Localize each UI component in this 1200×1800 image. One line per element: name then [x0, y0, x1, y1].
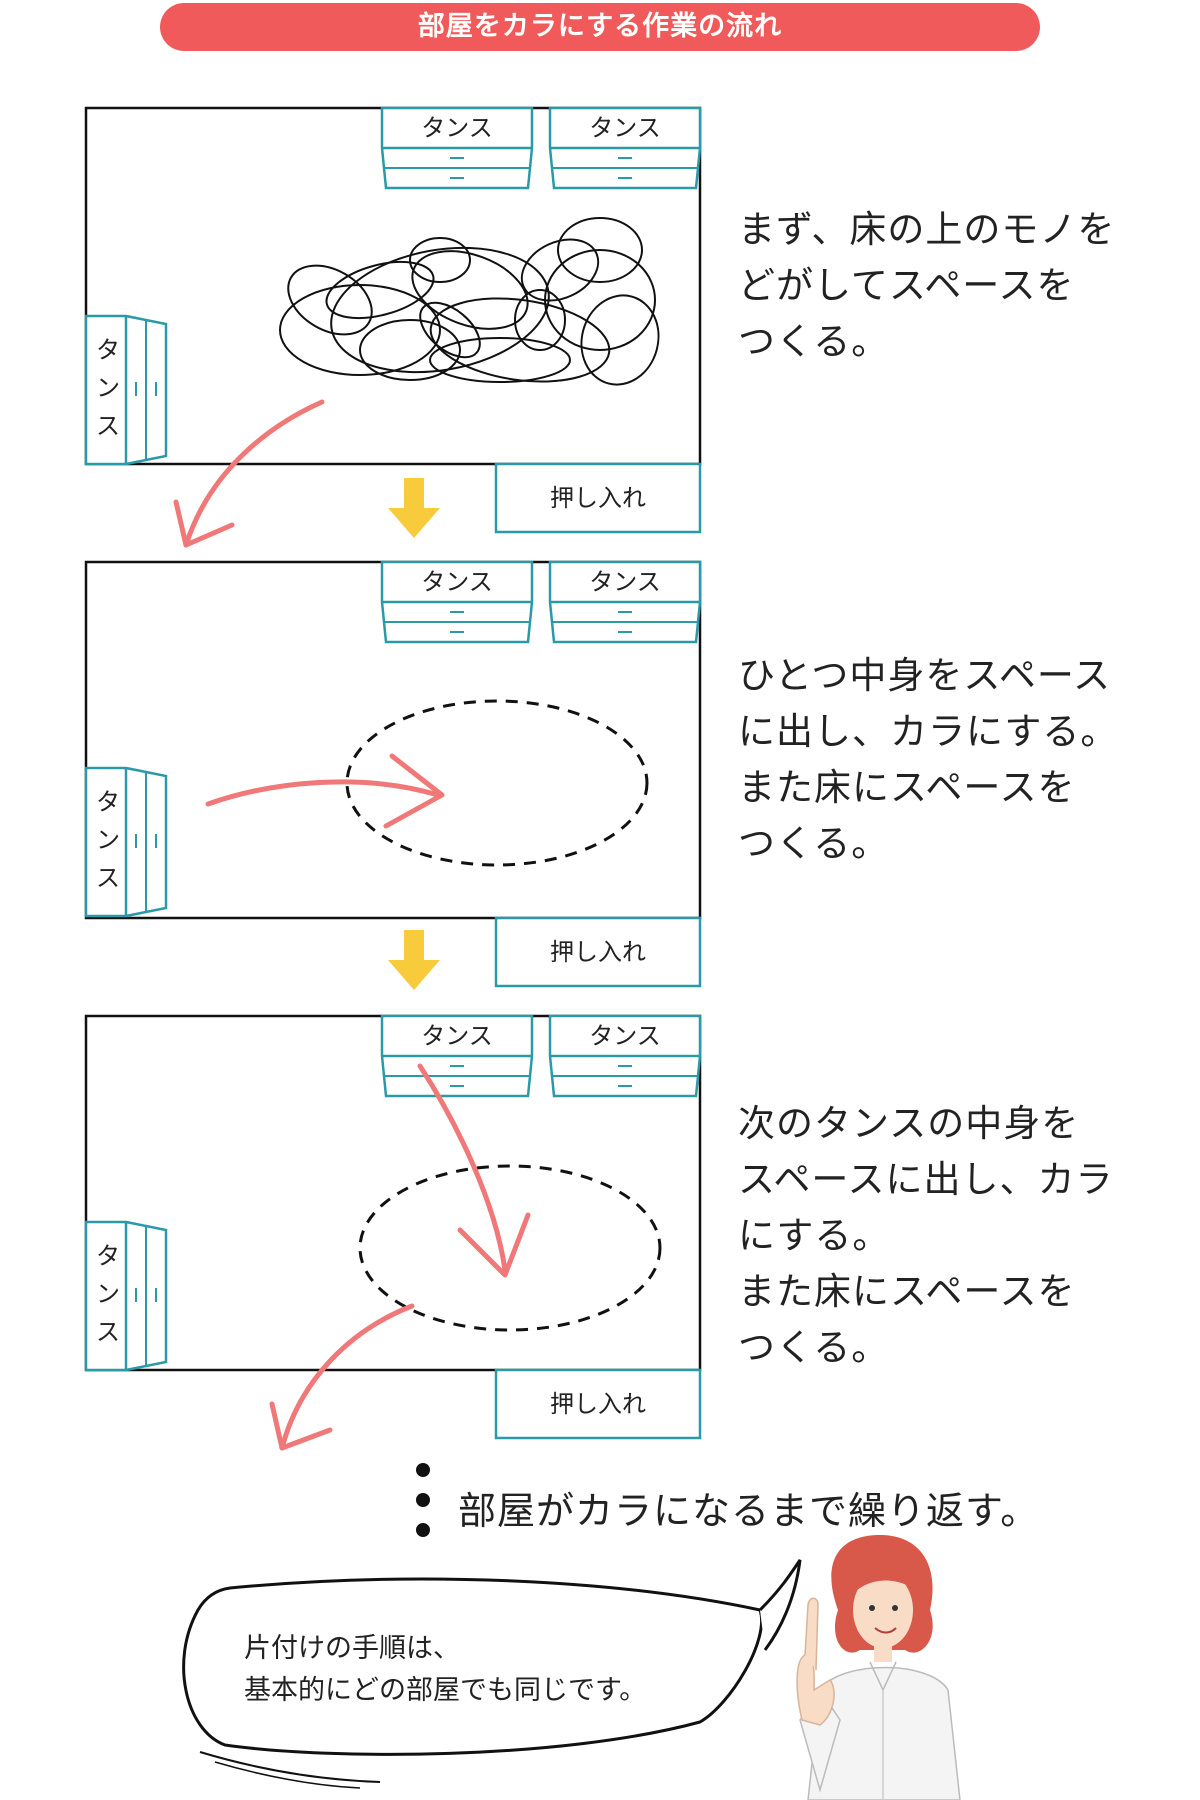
tansu-label-vertical: タンス	[96, 336, 120, 440]
oshiire-label: 押し入れ	[550, 484, 646, 512]
down-arrow-1	[388, 478, 440, 538]
step-text-line: スペースに出し、カラ	[738, 1158, 1114, 1201]
pink-arrow-head	[457, 1212, 531, 1278]
step-text-line: つくる。	[738, 1326, 890, 1369]
step-text-line: また床にスペースを	[738, 766, 1076, 809]
tansu-label: タンス	[589, 1022, 661, 1050]
step-text-line: つくる。	[738, 320, 890, 363]
tansu-chest-top-left: タンス	[380, 106, 534, 190]
pink-curved-arrow	[205, 779, 441, 807]
tansu-chest-left: タンス	[84, 314, 168, 466]
step-text-line: に出し、カラにする。	[738, 710, 1119, 753]
step-text-line: つくる。	[738, 822, 890, 865]
pink-curved-arrow	[417, 1063, 508, 1273]
step-text-line: まず、床の上のモノを	[738, 208, 1116, 251]
step-3-description: 次のタンスの中身を スペースに出し、カラ にする。 また床にスペースを つくる。	[738, 1096, 1178, 1376]
oshiire-closet: 押し入れ	[494, 1368, 702, 1440]
room-2: タンス タンス タンス 押し入れ	[84, 560, 702, 988]
tansu-chest-left: タンス	[84, 1220, 168, 1372]
tansu-label: タンス	[589, 114, 661, 142]
pink-arrow-head	[173, 499, 235, 548]
speech-bubble	[182, 1559, 802, 1789]
tansu-label-vertical: タンス	[96, 788, 120, 892]
pink-arrow-head	[383, 753, 445, 829]
tansu-label: タンス	[421, 114, 493, 142]
pink-curved-arrow	[279, 1303, 415, 1451]
floor-space-ellipse	[358, 1164, 662, 1332]
tansu-chest-left: タンス	[84, 766, 168, 918]
oshiire-closet: 押し入れ	[494, 916, 702, 988]
room-3: タンス タンス タンス 押し入れ	[84, 1014, 702, 1451]
continuation-dots	[416, 1463, 430, 1537]
tansu-chest-top-right: タンス	[548, 560, 702, 644]
step-2-description: ひとつ中身をスペース に出し、カラにする。 また床にスペースを つくる。	[738, 648, 1178, 872]
oshiire-closet: 押し入れ	[494, 462, 702, 534]
oshiire-label: 押し入れ	[550, 1390, 646, 1418]
oshiire-label: 押し入れ	[550, 938, 646, 966]
speech-line-1: 片付けの手順は、	[244, 1633, 460, 1664]
woman-pointing-illustration	[796, 1535, 961, 1800]
page-title: 部屋をカラにする作業の流れ	[160, 3, 1040, 51]
floor-space-ellipse	[345, 699, 649, 867]
tansu-chest-top-left: タンス	[380, 560, 534, 644]
repeat-instruction: 部屋がカラになるまで繰り返す。	[458, 1489, 1040, 1533]
clutter-scribble	[279, 217, 660, 386]
tansu-label: タンス	[589, 568, 661, 596]
step-1-description: まず、床の上のモノを どがしてスペースを つくる。	[738, 202, 1178, 370]
pink-curved-arrow	[183, 399, 325, 548]
step-text-line: 次のタンスの中身を	[738, 1102, 1080, 1145]
step-text-line: ひとつ中身をスペース	[738, 654, 1111, 697]
speech-bubble-text: 片付けの手順は、 基本的にどの部屋でも同じです。	[244, 1628, 646, 1712]
step-text-line: また床にスペースを	[738, 1270, 1076, 1313]
step-text-line: どがしてスペースを	[738, 264, 1075, 307]
tansu-label: タンス	[421, 568, 493, 596]
down-arrow-2	[388, 930, 440, 990]
tansu-label: タンス	[421, 1022, 493, 1050]
pink-arrow-head	[269, 1401, 333, 1451]
tansu-label-vertical: タンス	[96, 1242, 120, 1346]
room-1: タンス タンス タンス 押し入れ	[84, 106, 702, 548]
speech-line-2: 基本的にどの部屋でも同じです。	[244, 1675, 647, 1706]
tansu-chest-top-right: タンス	[548, 1014, 702, 1098]
tansu-chest-top-left: タンス	[380, 1014, 534, 1098]
step-text-line: にする。	[738, 1214, 891, 1257]
tansu-chest-top-right: タンス	[548, 106, 702, 190]
